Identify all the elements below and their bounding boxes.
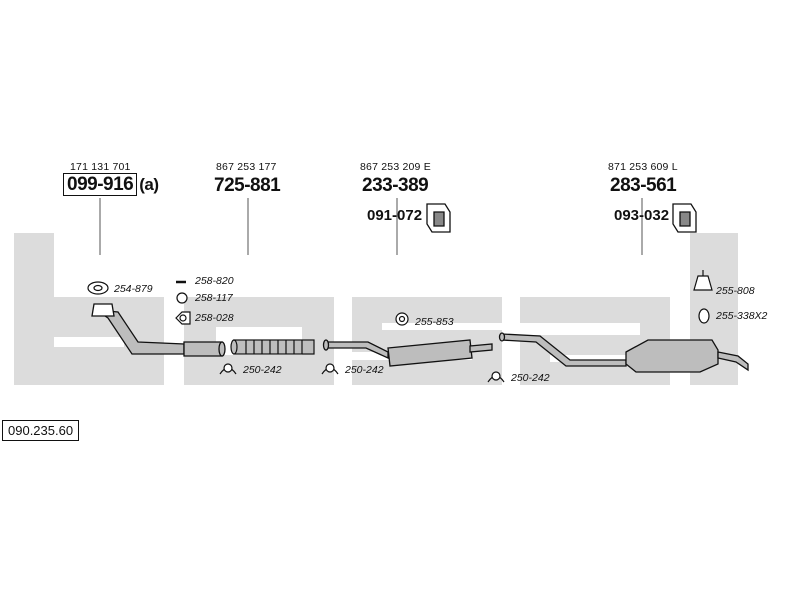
hardware-label: 258-028 [195,312,234,324]
hardware-label: 255-808 [716,285,755,297]
hardware-label: 250-242 [511,372,550,384]
oem-number: 867 253 177 [216,161,277,173]
middle-silencer [322,339,493,367]
oem-number: 871 253 609 L [608,161,678,173]
part-suffix: (a) [139,175,159,194]
leader-lines [99,198,643,255]
mount-code: 093-032 [614,207,670,224]
part-code-box: 099-916 [63,173,138,196]
bracket-icons [426,203,697,233]
front-pipe [91,303,226,357]
bracket-icon [672,203,697,233]
rear-silencer [498,332,749,373]
part-code: 725-881 [214,175,281,196]
hardware-icons [87,270,713,383]
bracket-icon [426,203,451,233]
reference-number: 090.235.60 [2,420,80,441]
hardware-label: 255-853 [415,316,454,328]
mount-rubber-icon [395,312,409,326]
part-code: 099-916(a) [63,173,159,196]
clamp-icon [487,371,505,383]
part-code: 233-389 [362,175,429,196]
clamp-ring-icon [698,308,710,324]
part-code: 283-561 [610,175,677,196]
hardware-label: 258-117 [195,292,233,304]
hardware-label: 254-879 [114,283,153,295]
mount-code: 091-072 [367,207,423,224]
oem-number: 867 253 209 E [360,161,431,173]
hanger-icon [693,270,713,291]
hardware-label: 250-242 [243,364,282,376]
oem-number: 171 131 701 [70,161,131,173]
hardware-label: 250-242 [345,364,384,376]
clamp-icon [321,363,339,375]
nut-icon [175,311,191,325]
ring-icon [176,292,188,304]
hardware-label: 258-820 [195,275,234,287]
gasket-icon [87,281,109,295]
clamp-icon [219,363,237,375]
flex-pipe [230,339,315,355]
hardware-label: 255-338X2 [716,310,768,322]
